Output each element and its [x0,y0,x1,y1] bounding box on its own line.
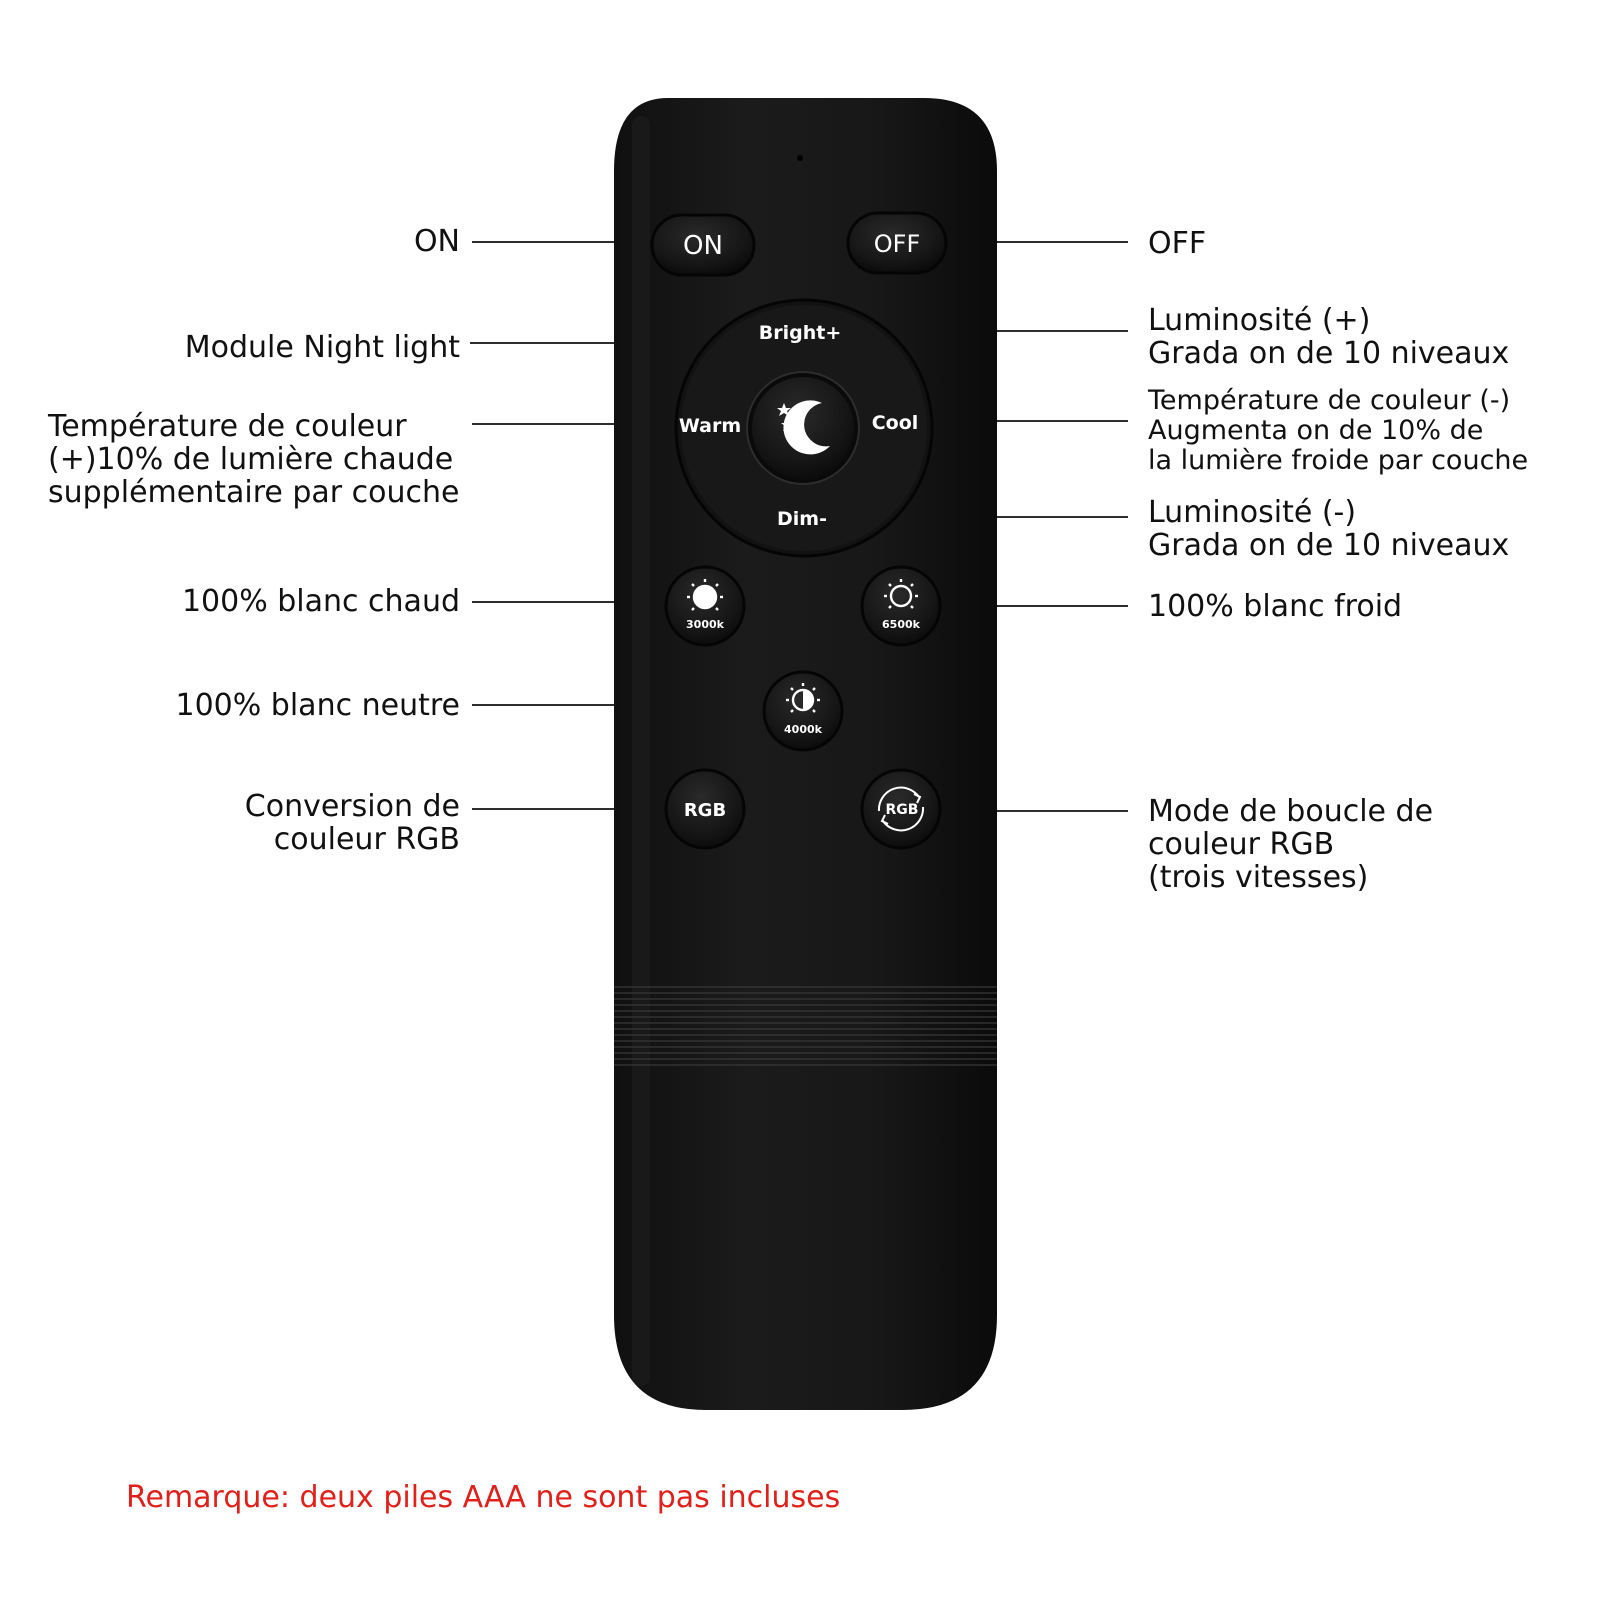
sun-half-icon [786,683,820,713]
sun-outline-icon [884,579,918,609]
moon-stars-icon [777,400,830,455]
callout-cool-temp: Température de couleur (-) Augmenta on d… [1148,385,1529,476]
callout-off: OFF [1148,226,1207,261]
cool-white-button[interactable]: 6500k [860,565,942,647]
dim-minus-label: Dim- [777,508,827,530]
off-button-label: OFF [874,230,921,258]
callout-brightness-up: Luminosité (+) Grada on de 10 niveaux [1148,303,1510,371]
on-button[interactable]: ON [650,213,756,277]
callout-neutral-white: 100% blanc neutre [175,688,461,723]
bright-plus-label: Bright+ [759,322,842,344]
rgb-button-label: RGB [684,800,726,821]
loop-arrows-icon [877,786,925,832]
off-button[interactable]: OFF [846,211,948,275]
bright-plus-button[interactable]: Bright+ [759,322,842,344]
warm-white-label: 3000k [686,618,725,631]
rgb-loop-button[interactable]: RGB [860,768,942,850]
cool-button[interactable]: Cool [872,412,919,434]
sun-filled-icon [687,579,723,611]
ir-indicator [797,155,803,161]
warm-button[interactable]: Warm [679,415,741,437]
grip-ribs [614,986,997,1066]
warm-white-button[interactable]: 3000k [664,565,746,647]
on-button-label: ON [683,231,723,261]
battery-note: Remarque: deux piles AAA ne sont pas inc… [126,1480,841,1515]
neutral-white-button[interactable]: 4000k [762,670,844,752]
callout-on: ON [413,224,460,259]
callout-warm-temp: Température de couleur (+)10% de lumière… [48,409,460,510]
remote-highlight [632,116,650,1386]
warm-label: Warm [679,415,741,437]
rgb-loop-button-label: RGB [886,802,919,818]
callout-warm-white: 100% blanc chaud [181,584,460,619]
night-light-button[interactable] [746,371,860,485]
rgb-button[interactable]: RGB [664,768,746,850]
callout-night-light: Module Night light [184,330,460,365]
remote-control [614,98,997,1410]
cool-white-label: 6500k [882,618,921,631]
cool-label: Cool [872,412,919,434]
callout-cool-white: 100% blanc froid [1148,589,1403,624]
neutral-white-label: 4000k [784,723,823,736]
callout-rgb-conversion: Conversion de couleur RGB [244,789,460,857]
control-ring: Bright+ Dim- Warm Cool [674,298,934,558]
dim-minus-button[interactable]: Dim- [777,508,827,530]
remote-body [614,98,997,1410]
callout-brightness-down: Luminosité (-) Grada on de 10 niveaux [1148,495,1510,563]
callout-rgb-loop: Mode de boucle de couleur RGB (trois vit… [1148,794,1434,895]
